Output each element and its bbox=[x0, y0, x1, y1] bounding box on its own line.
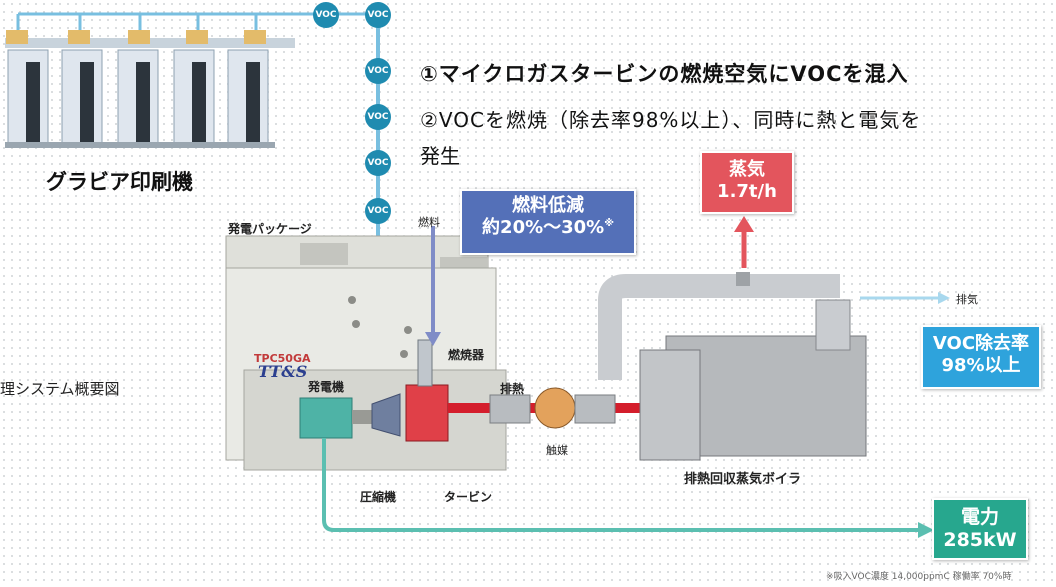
voc-chip: VOC bbox=[365, 150, 391, 176]
generator-label: 発電機 bbox=[308, 380, 345, 394]
compressor-label: 圧縮機 bbox=[360, 490, 397, 504]
fuel-label: 燃料 bbox=[418, 216, 440, 229]
power-title: 電力 bbox=[960, 506, 999, 528]
combustor-label: 燃焼器 bbox=[448, 348, 485, 362]
fuel-arrow bbox=[425, 226, 441, 346]
steam-arrow bbox=[734, 216, 754, 268]
fuel-reduction-box: 燃料低減 約20%～30%※ bbox=[460, 189, 636, 255]
voc-removal-box: VOC除去率 98%以上 bbox=[921, 325, 1041, 389]
step1-heading: ①マイクロガスタービンの燃焼空気にVOCを混入 bbox=[420, 62, 909, 86]
fuel-reduction-title: 燃料低減 bbox=[512, 195, 584, 216]
package-logo: TT&S bbox=[258, 362, 308, 381]
exhaust-heat-label: 排熱 bbox=[500, 382, 525, 396]
turbine-label: タービン bbox=[444, 490, 493, 504]
voc-removal-title: VOC除去率 bbox=[932, 333, 1030, 354]
side-caption: 理システム概要図 bbox=[0, 380, 120, 398]
package-title: 発電パッケージ bbox=[228, 222, 312, 236]
generation-package-illustration bbox=[225, 235, 507, 471]
steam-value: 1.7t/h bbox=[717, 180, 777, 202]
fuel-reduction-value: 約20%～30% bbox=[482, 216, 605, 238]
voc-removal-value: 98%以上 bbox=[941, 354, 1021, 376]
step2-heading-cont: 発生 bbox=[420, 144, 460, 168]
catalyst-label: 触媒 bbox=[546, 444, 568, 457]
printing-press-illustration bbox=[5, 30, 295, 148]
printing-press-label: グラビア印刷機 bbox=[46, 170, 193, 194]
voc-chip: VOC bbox=[365, 58, 391, 84]
power-box: 電力 285kW bbox=[932, 498, 1028, 560]
fuel-reduction-note: ※ bbox=[604, 217, 614, 229]
voc-chip: VOC bbox=[365, 104, 391, 130]
catalyst-illustration bbox=[489, 387, 616, 429]
package-model: TPC50GA bbox=[254, 352, 311, 365]
boiler-label: 排熱回収蒸気ボイラ bbox=[684, 472, 802, 487]
exhaust-label: 排気 bbox=[956, 293, 978, 306]
power-value: 285kW bbox=[943, 528, 1017, 551]
boiler-illustration bbox=[598, 272, 867, 461]
voc-chip: VOC bbox=[365, 198, 391, 224]
exhaust-arrow bbox=[860, 292, 950, 304]
step2-heading: ②VOCを燃焼（除去率98%以上）、同時に熱と電気を bbox=[420, 108, 922, 132]
steam-title: 蒸気 bbox=[729, 159, 765, 180]
steam-box: 蒸気 1.7t/h bbox=[700, 151, 794, 214]
voc-chip: VOC bbox=[365, 2, 391, 28]
footnote: ※吸入VOC濃度 14,000ppmC 稼働率 70%時 bbox=[826, 572, 1012, 582]
power-line bbox=[322, 438, 934, 538]
voc-chip: VOC bbox=[313, 2, 339, 28]
